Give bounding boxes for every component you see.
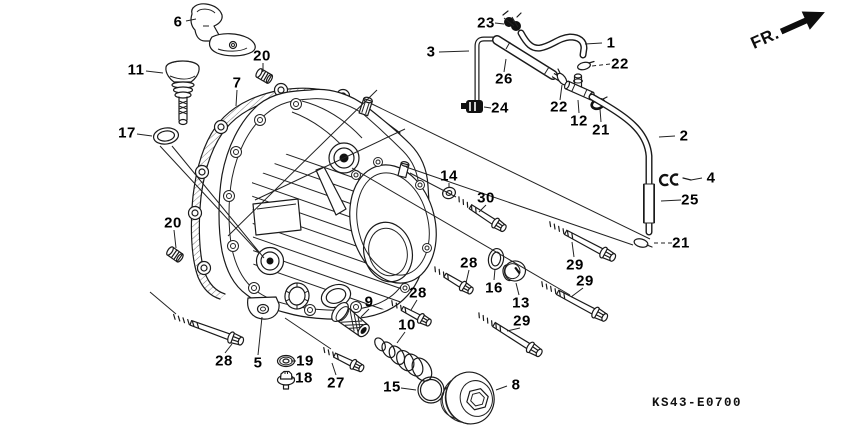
threaded-hole bbox=[284, 282, 310, 310]
part-19-washer bbox=[276, 354, 296, 368]
part-11-oil-filler-cap bbox=[165, 60, 200, 126]
part-label-2: 2 bbox=[679, 127, 689, 145]
part-21-ring-lower bbox=[633, 238, 653, 248]
part-label-6: 6 bbox=[173, 13, 183, 31]
fr-direction-indicator: FR. bbox=[743, 0, 849, 65]
part-label-22: 22 bbox=[550, 98, 568, 116]
part-label-20: 20 bbox=[164, 214, 182, 232]
part-4-clamp bbox=[658, 173, 692, 187]
part-label-30: 30 bbox=[477, 189, 495, 207]
part-label-28: 28 bbox=[215, 352, 233, 370]
part-label-3: 3 bbox=[426, 43, 436, 61]
part-18-drain-bolt bbox=[276, 370, 296, 390]
part-23-clamp bbox=[502, 10, 522, 31]
part-label-5: 5 bbox=[253, 354, 263, 372]
part-label-29: 29 bbox=[566, 256, 584, 274]
diagram-code: KS43-E0700 bbox=[652, 396, 743, 410]
part-label-22: 22 bbox=[611, 55, 629, 73]
part-label-25: 25 bbox=[681, 191, 699, 209]
part-label-18: 18 bbox=[295, 369, 313, 387]
part-label-11: 11 bbox=[127, 61, 145, 79]
strainer-bore bbox=[320, 283, 352, 309]
part-6-bracket bbox=[190, 3, 256, 57]
part-24-clamp bbox=[461, 100, 483, 113]
bottom-boss bbox=[247, 296, 280, 320]
part-label-7: 7 bbox=[232, 74, 242, 92]
part-label-12: 12 bbox=[570, 112, 588, 130]
part-label-27: 27 bbox=[327, 374, 345, 392]
part-label-10: 10 bbox=[398, 316, 416, 334]
part-label-4: 4 bbox=[706, 169, 716, 187]
part-10-spring bbox=[374, 337, 433, 382]
part-label-29: 29 bbox=[576, 272, 594, 290]
fr-label: FR. bbox=[747, 23, 782, 53]
part-label-9: 9 bbox=[364, 293, 374, 311]
part-label-21: 21 bbox=[672, 234, 690, 252]
part-label-19: 19 bbox=[296, 352, 314, 370]
hose-assembly bbox=[461, 10, 692, 248]
fr-arrow-icon bbox=[779, 11, 825, 35]
clutch-cover-circle bbox=[349, 157, 437, 293]
part-label-16: 16 bbox=[485, 279, 503, 297]
part-label-28: 28 bbox=[460, 254, 478, 272]
leader-lines bbox=[136, 18, 703, 391]
part-label-21: 21 bbox=[592, 121, 610, 139]
part-label-29: 29 bbox=[513, 312, 531, 330]
part-label-14: 14 bbox=[440, 167, 458, 185]
part-label-13: 13 bbox=[512, 294, 530, 312]
part-9-strainer bbox=[331, 301, 370, 338]
part-label-28: 28 bbox=[409, 284, 427, 302]
part-label-26: 26 bbox=[495, 70, 513, 88]
crankcase-cover-body bbox=[218, 88, 437, 320]
part-label-15: 15 bbox=[383, 378, 401, 396]
part-25-sleeve bbox=[643, 183, 655, 224]
part-label-20: 20 bbox=[253, 47, 271, 65]
part-8-cap bbox=[440, 371, 495, 425]
part-label-8: 8 bbox=[511, 376, 521, 394]
part-17-oring bbox=[152, 127, 180, 145]
part-22-clip-upper bbox=[577, 60, 595, 71]
part-label-23: 23 bbox=[477, 14, 495, 32]
part-label-17: 17 bbox=[118, 124, 136, 142]
filler-boss bbox=[255, 246, 285, 276]
part-label-24: 24 bbox=[491, 99, 509, 117]
part-label-1: 1 bbox=[606, 34, 616, 52]
